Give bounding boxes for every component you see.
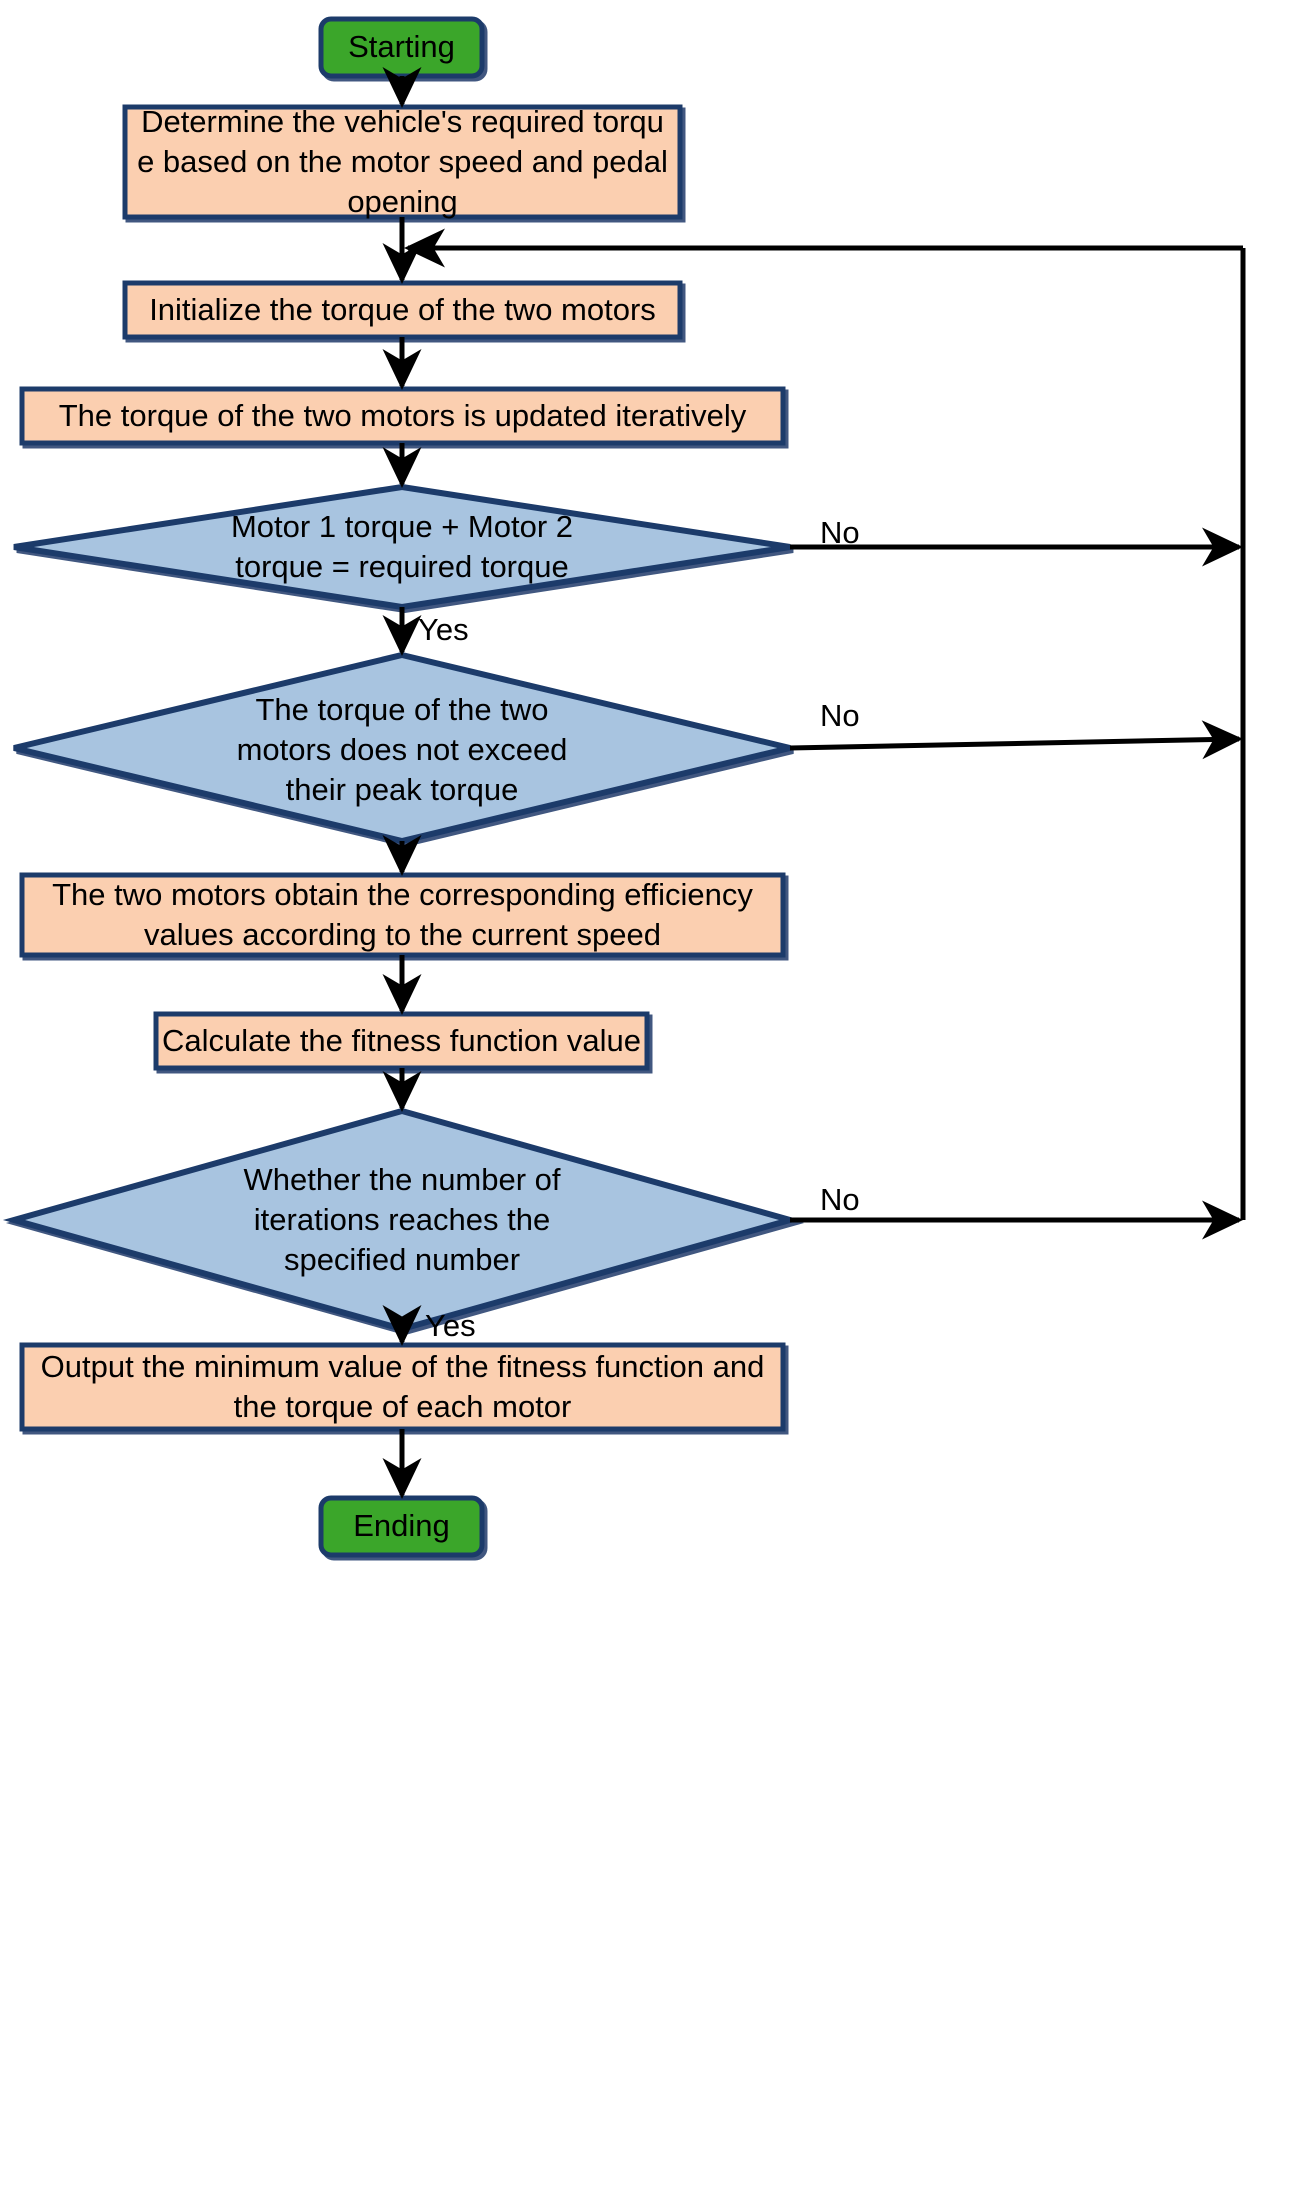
edge-label-iteration-check-yes: Yes (425, 1308, 476, 1343)
node-iteration-check[interactable] (2, 1107, 802, 1333)
node-sum-check[interactable] (13, 483, 791, 611)
node-update-torque[interactable] (19, 386, 786, 446)
edge-label-peak-check-no: No (820, 698, 860, 733)
node-peak-check[interactable] (13, 651, 791, 845)
node-fitness[interactable] (153, 1011, 650, 1071)
node-end[interactable] (318, 1495, 485, 1558)
edge-label-sum-check-no: No (820, 515, 860, 550)
node-determine-torque[interactable] (122, 104, 683, 220)
node-efficiency[interactable] (19, 872, 786, 958)
node-initialize-torque[interactable] (122, 280, 683, 340)
edge-label-sum-check-yes: Yes (418, 612, 469, 647)
edge-label-iteration-check-no: No (820, 1182, 860, 1217)
node-start[interactable] (318, 16, 485, 79)
edge-peak-check-no (789, 720, 1243, 760)
node-output[interactable] (19, 1342, 786, 1432)
